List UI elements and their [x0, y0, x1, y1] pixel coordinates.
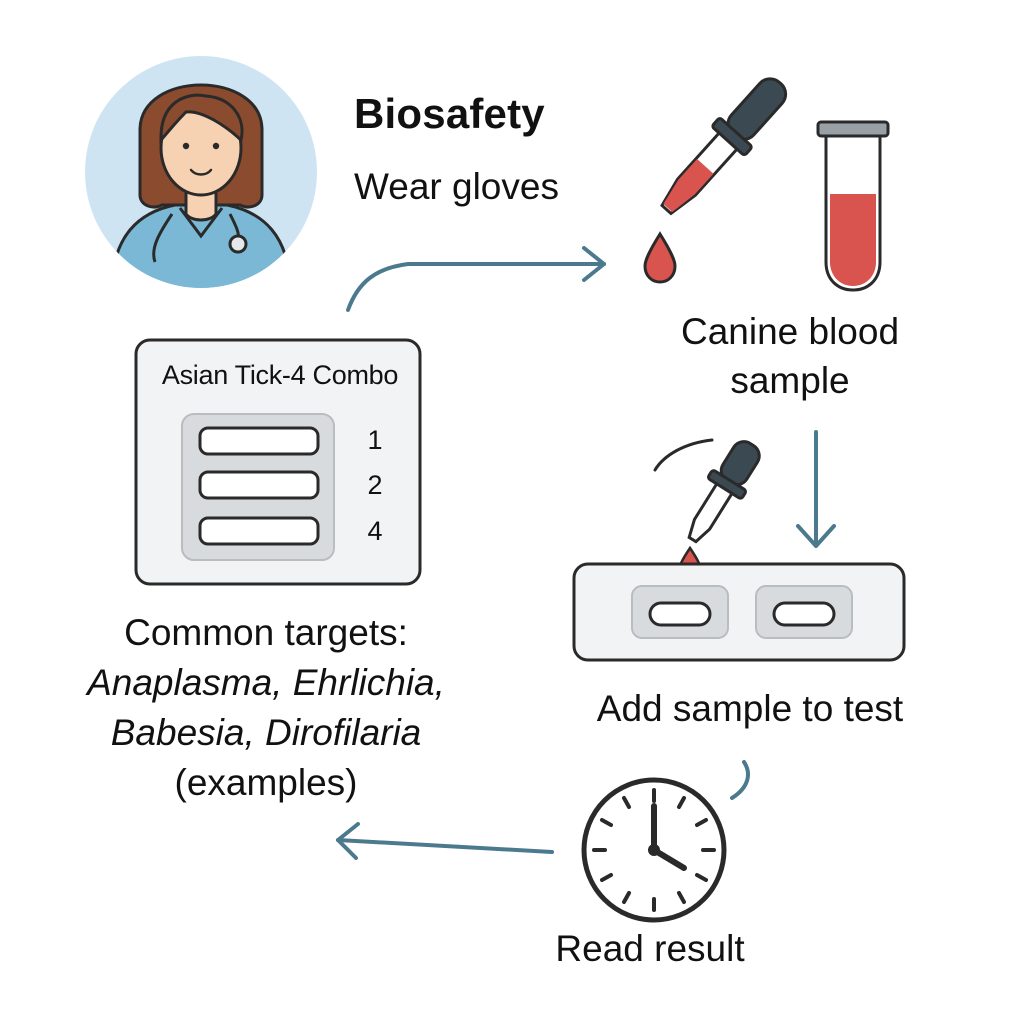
test-cassette-icon — [134, 338, 422, 586]
targets-line-1: Anaplasma, Ehrlichia, — [87, 662, 445, 703]
targets-heading: Common targets: — [124, 612, 408, 653]
biosafety-title: Biosafety — [354, 90, 545, 137]
read-result-label: Read result — [555, 928, 745, 969]
dropper-icon — [653, 438, 761, 544]
targets-line-2: Babesia, Dirofilaria — [110, 712, 422, 753]
test-tube-icon — [816, 120, 890, 292]
test-cassette-icon — [572, 562, 906, 662]
arrow-icon — [796, 430, 836, 548]
targets-block: Common targets: Anaplasma, Ehrlichia, Ba… — [56, 608, 476, 808]
test-line-label: 4 — [367, 516, 383, 546]
stethoscope-icon — [152, 213, 248, 263]
dropper-icon — [660, 77, 788, 216]
test-kit-name: Asian Tick-4 Combo — [161, 360, 399, 390]
sample-label: Canine blood sample — [680, 311, 900, 401]
add-sample-label: Add sample to test — [596, 688, 904, 729]
test-line-label: 2 — [367, 470, 383, 500]
health-worker-avatar-icon — [85, 56, 317, 288]
targets-note: (examples) — [174, 762, 358, 803]
arrow-icon — [730, 760, 750, 800]
arrow-icon — [336, 822, 554, 860]
clock-icon — [581, 777, 727, 923]
biosafety-subtitle: Wear gloves — [354, 166, 559, 207]
test-line-label: 1 — [367, 425, 383, 455]
blood-drop-icon — [643, 231, 677, 284]
arrow-icon — [346, 246, 606, 312]
